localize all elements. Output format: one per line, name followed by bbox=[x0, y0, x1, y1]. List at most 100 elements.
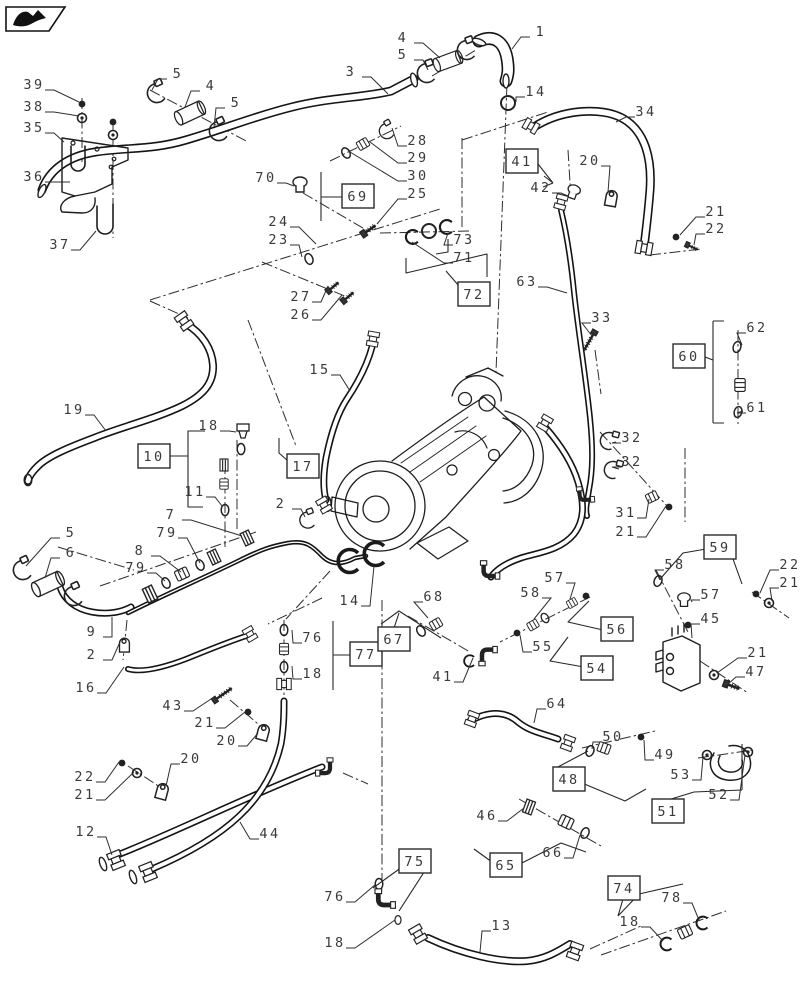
callout-4: 4 bbox=[398, 30, 409, 46]
callout-box-48 bbox=[552, 766, 586, 792]
callout-10: 10 bbox=[143, 449, 164, 465]
leader-line bbox=[580, 322, 593, 337]
callout-5: 5 bbox=[66, 525, 77, 541]
cyl-glyph bbox=[431, 48, 465, 74]
callout-44: 44 bbox=[259, 826, 280, 842]
cap-glyph bbox=[97, 855, 109, 873]
cring-glyph bbox=[404, 229, 419, 245]
hose-15-inner bbox=[321, 345, 374, 502]
callout-5: 5 bbox=[231, 95, 242, 111]
group-bracket bbox=[660, 548, 743, 585]
leader-line bbox=[45, 89, 80, 103]
callout-32: 32 bbox=[621, 454, 642, 470]
callout-box-77 bbox=[349, 641, 383, 667]
callout-9: 9 bbox=[87, 624, 98, 640]
callout-51: 51 bbox=[657, 804, 678, 820]
leader-line bbox=[97, 836, 113, 856]
callout-75: 75 bbox=[404, 854, 425, 870]
callout-21: 21 bbox=[74, 787, 95, 803]
callout-box-69 bbox=[341, 183, 375, 209]
construction-line bbox=[600, 910, 727, 956]
dot-glyph bbox=[684, 621, 692, 629]
callout-65: 65 bbox=[495, 858, 516, 874]
barrel-glyph bbox=[525, 618, 541, 632]
callout-68: 68 bbox=[423, 589, 444, 605]
fit-glyph bbox=[365, 330, 381, 348]
leader-line bbox=[25, 537, 60, 567]
callout-27: 27 bbox=[290, 289, 311, 305]
plug-glyph bbox=[292, 176, 308, 193]
leader-line bbox=[730, 754, 746, 801]
leader-line bbox=[641, 926, 664, 942]
callout-54: 54 bbox=[586, 661, 607, 677]
pump-hatch bbox=[400, 416, 487, 483]
leader-line bbox=[290, 244, 303, 258]
clamp-glyph bbox=[296, 507, 319, 532]
mount-bracket-35-hook bbox=[60, 195, 96, 214]
callout-31: 31 bbox=[615, 505, 636, 521]
leader-line bbox=[312, 294, 343, 321]
callout-55: 55 bbox=[532, 639, 553, 655]
leader-line bbox=[103, 641, 121, 661]
cring-glyph bbox=[463, 654, 475, 668]
callout-30: 30 bbox=[407, 168, 428, 184]
callout-box-75 bbox=[398, 848, 432, 874]
construction-line bbox=[655, 569, 690, 635]
callout-37: 37 bbox=[49, 237, 70, 253]
leader-line bbox=[312, 285, 329, 303]
callout-72: 72 bbox=[463, 287, 484, 303]
u-bolt-37 bbox=[96, 203, 114, 235]
leader-line bbox=[182, 519, 243, 537]
barrel-glyph bbox=[565, 596, 579, 610]
leader-line bbox=[206, 496, 223, 507]
callout-61: 61 bbox=[746, 400, 767, 416]
dot-glyph bbox=[109, 118, 117, 126]
barrel-glyph bbox=[644, 490, 660, 504]
leader-line bbox=[637, 498, 650, 519]
leader-line bbox=[213, 107, 225, 128]
leader-line bbox=[533, 597, 553, 620]
callout-2: 2 bbox=[87, 647, 98, 663]
callout-23: 23 bbox=[268, 232, 289, 248]
callout-8: 8 bbox=[135, 543, 146, 559]
leader-line bbox=[611, 466, 621, 470]
dot-glyph bbox=[118, 759, 126, 767]
callout-42: 42 bbox=[530, 180, 551, 196]
leader-line bbox=[85, 414, 107, 432]
construction-line bbox=[342, 772, 369, 785]
leader-line bbox=[346, 919, 396, 949]
pump-horn bbox=[502, 410, 544, 504]
callout-box-56 bbox=[600, 616, 634, 642]
group-bracket bbox=[320, 172, 345, 221]
hose-16-inner bbox=[126, 634, 248, 672]
hose-63-inner bbox=[559, 208, 594, 518]
callout-18: 18 bbox=[324, 935, 345, 951]
tow-hook-52 bbox=[709, 744, 752, 781]
leader-line bbox=[564, 834, 581, 859]
leader-line bbox=[411, 241, 453, 264]
ringsm-glyph bbox=[538, 611, 552, 625]
leader-line bbox=[538, 286, 568, 294]
leader-line bbox=[45, 111, 80, 117]
callout-29: 29 bbox=[407, 150, 428, 166]
callout-1: 1 bbox=[536, 24, 547, 40]
leader-line bbox=[331, 374, 351, 392]
ringsm-glyph bbox=[578, 825, 592, 841]
leader-line bbox=[362, 76, 389, 95]
leader-line bbox=[97, 666, 125, 694]
callout-50: 50 bbox=[602, 729, 623, 745]
callout-box-67 bbox=[377, 626, 411, 652]
leader-line bbox=[511, 36, 530, 50]
callout-22: 22 bbox=[74, 769, 95, 785]
hose-34-inner bbox=[531, 108, 654, 250]
callout-20: 20 bbox=[216, 733, 237, 749]
construction-line bbox=[261, 261, 353, 300]
leader-line bbox=[637, 505, 667, 538]
callout-74: 74 bbox=[613, 881, 634, 897]
callout-58: 58 bbox=[664, 557, 685, 573]
group-bracket bbox=[549, 636, 585, 668]
dot-glyph bbox=[582, 592, 590, 600]
callout-48: 48 bbox=[558, 772, 579, 788]
leader-line bbox=[412, 601, 429, 619]
